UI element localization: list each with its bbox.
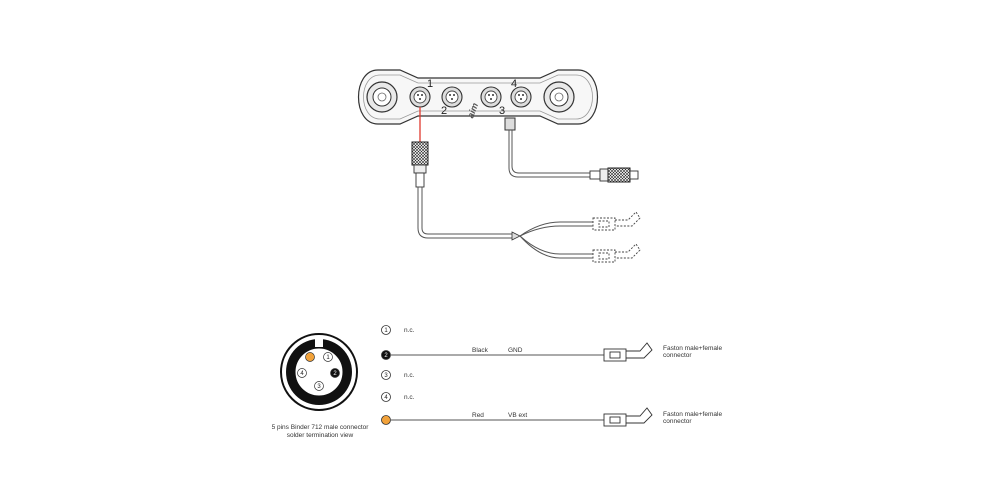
svg-text:4: 4 — [300, 371, 304, 377]
branch-lower-b — [519, 235, 593, 259]
cable-main-a — [417, 187, 512, 239]
connector-pin-5 — [305, 352, 315, 362]
port-4-label: 4 — [511, 78, 517, 90]
pin-5-faston-icon — [603, 407, 653, 427]
pin-4-note: n.c. — [404, 394, 415, 401]
aim-logo: aim — [465, 101, 480, 119]
connector-pin-2: 2 — [330, 368, 340, 378]
pin-4-marker — [381, 392, 391, 402]
pin-5-marker — [381, 415, 391, 425]
cable-aux-a — [508, 130, 590, 178]
pinout-row-5: Red VB ext Faston male+female connector — [381, 407, 722, 427]
pin-5-color-label: Red — [472, 412, 484, 419]
aux-plug — [589, 167, 639, 183]
right-mount-hole — [543, 81, 575, 113]
faston-upper — [592, 211, 641, 231]
pinout-row-3: 3 n.c. — [381, 370, 415, 380]
pin-2-faston-icon — [603, 342, 653, 362]
connector-caption-line2: solder termination view — [287, 432, 354, 439]
pin-2-terminal-line1: Faston male+female — [663, 345, 722, 352]
pin-5-terminal-line1: Faston male+female — [663, 411, 722, 418]
cable-splitter — [511, 231, 521, 241]
port-1-label: 1 — [427, 78, 433, 90]
device-stub-connector — [504, 117, 516, 131]
pinout-row-1: 1 n.c. — [381, 325, 415, 335]
pin-2-marker — [381, 350, 391, 360]
pin-3-number: 3 — [384, 373, 388, 379]
pin-5-signal: VB ext — [508, 412, 527, 419]
cable-main-b — [421, 187, 512, 235]
branch-lower-a — [519, 235, 593, 255]
faston-lower — [592, 243, 641, 263]
port-2-socket — [441, 86, 463, 108]
pin-2-number: 2 — [384, 353, 388, 359]
pin-5-terminal-line2: connector — [663, 418, 692, 425]
pin-1-marker — [381, 325, 391, 335]
connector-caption-line1: 5 pins Binder 712 male connector — [272, 424, 370, 431]
port-2-label: 2 — [441, 105, 447, 117]
pin-2-color-label: Black — [472, 347, 489, 354]
connector-key-notch — [315, 337, 323, 347]
pin-1-note: n.c. — [404, 327, 415, 334]
connector-pin-3: 3 — [314, 381, 324, 391]
aim-device: aim 1 2 3 4 — [358, 69, 598, 131]
port-4-socket — [510, 86, 532, 108]
cable-aux-b — [511, 130, 590, 174]
connector-face: 1 4 2 3 — [280, 333, 358, 411]
svg-text:1: 1 — [326, 355, 330, 361]
svg-text:3: 3 — [317, 384, 321, 390]
pin-1-number: 1 — [384, 328, 388, 334]
port-3-socket — [480, 86, 502, 108]
device-body — [358, 69, 598, 125]
left-mount-hole — [366, 81, 398, 113]
pin-3-marker — [381, 370, 391, 380]
binder-plug — [411, 141, 429, 188]
svg-text:2: 2 — [333, 371, 337, 377]
pin-2-signal: GND — [508, 347, 523, 354]
pin-3-note: n.c. — [404, 372, 415, 379]
branch-upper-b — [519, 225, 593, 237]
device-inner-outline — [363, 74, 593, 120]
branch-upper-a — [519, 221, 593, 237]
pin-2-terminal-line2: connector — [663, 352, 692, 359]
pin-4-number: 4 — [384, 395, 388, 401]
port-1-socket — [409, 86, 431, 108]
pinout-row-2: 2 Black GND Faston male+female connector — [381, 342, 722, 362]
port-3-label: 3 — [499, 105, 505, 117]
connector-pin-1: 1 — [323, 352, 333, 362]
connector-pin-4: 4 — [297, 368, 307, 378]
pinout-row-4: 4 n.c. — [381, 392, 415, 402]
